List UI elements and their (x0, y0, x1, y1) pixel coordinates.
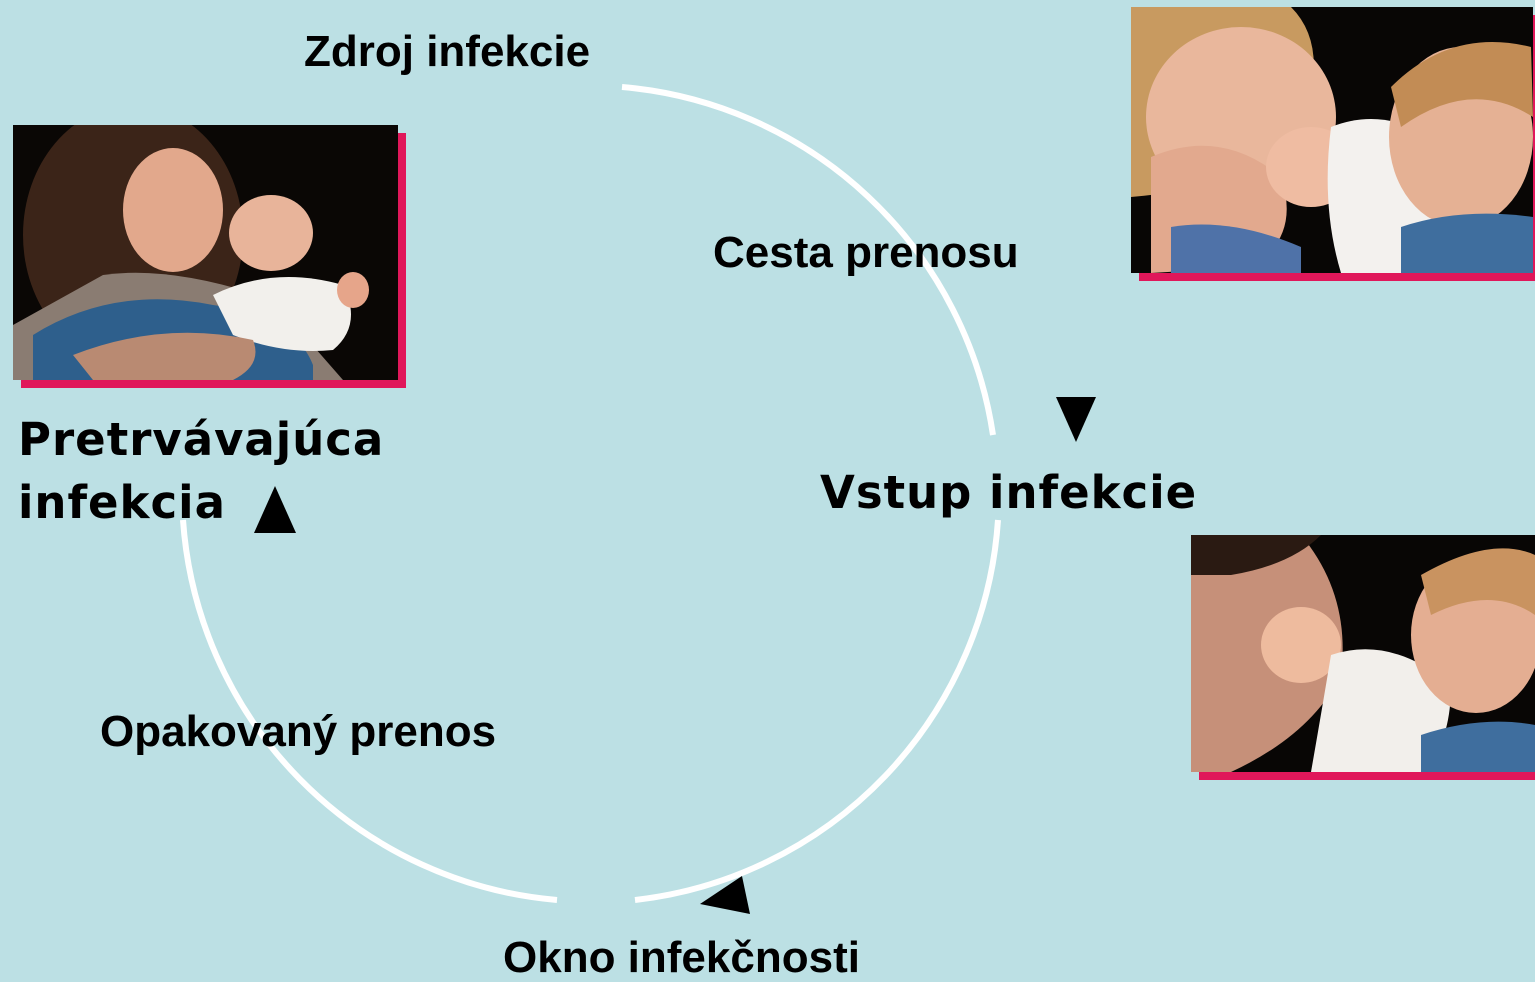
label-source: Zdroj infekcie (304, 30, 590, 74)
label-window: Okno infekčnosti (503, 936, 860, 980)
photo-woman-kiss-hand (1131, 7, 1533, 273)
label-entry: Vstup infekcie (820, 470, 1197, 515)
photo-mother-baby (13, 125, 398, 380)
label-persistent-line2: infekcia (18, 480, 226, 525)
label-persistent-line1: Pretrvávajúca (18, 417, 384, 462)
photo-man-kiss-hand (1191, 535, 1535, 772)
label-repeat: Opakovaný prenos (100, 710, 496, 754)
cycle-arc-right-bottom (635, 520, 998, 900)
arrow-up-icon (254, 486, 296, 533)
label-route: Cesta prenosu (713, 231, 1019, 275)
arrow-down-icon (1056, 397, 1096, 442)
